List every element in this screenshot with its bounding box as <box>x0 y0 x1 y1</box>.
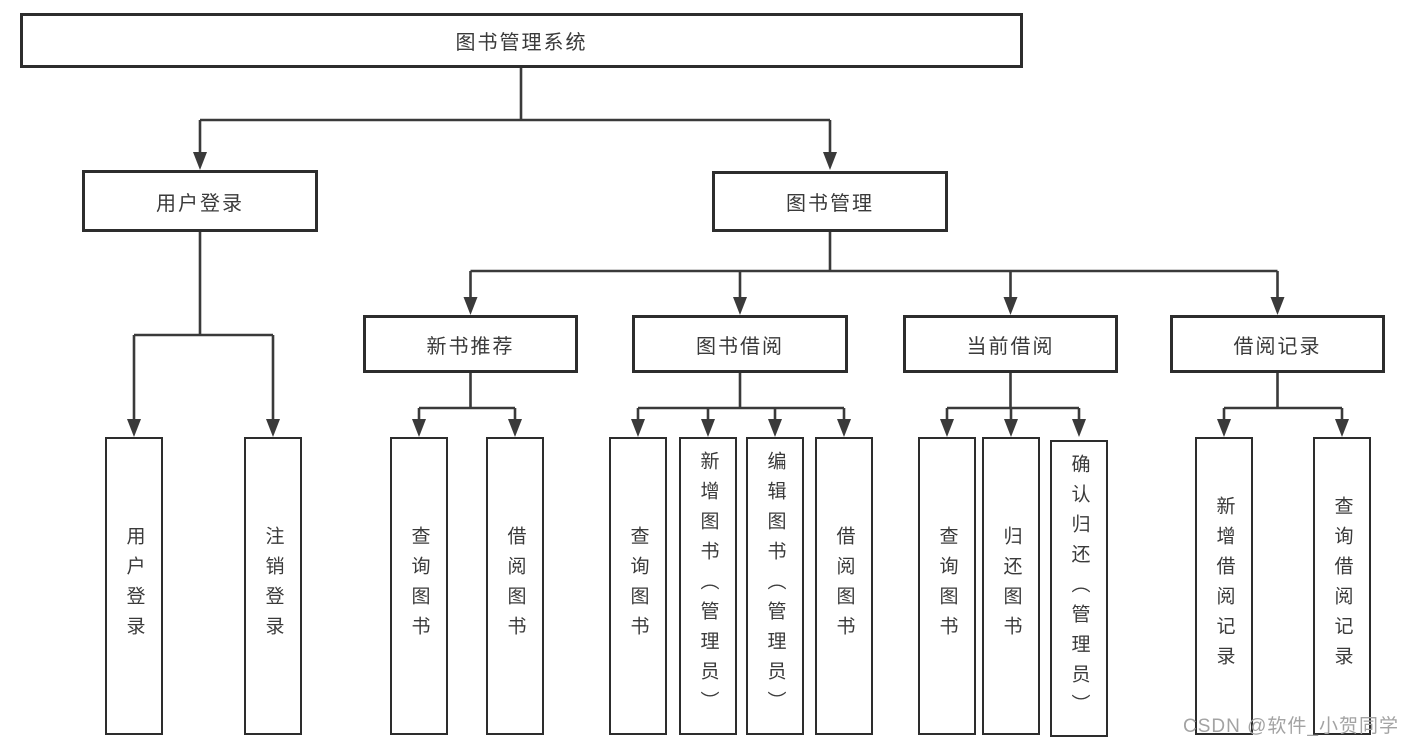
connector-root-to-level2 <box>193 68 837 170</box>
node-user-login: 用户登录 <box>82 170 318 232</box>
node-leaf-confirm-return-admin: 确认归还（管理员） <box>1050 440 1108 737</box>
connector-book-borrow-children <box>631 373 851 437</box>
connector-book-management-children <box>463 232 1285 315</box>
node-current-borrow: 当前借阅 <box>903 315 1118 373</box>
node-leaf-add-borrow-record: 新增借阅记录 <box>1195 437 1253 735</box>
node-leaf-query-book-3: 查询图书 <box>918 437 976 735</box>
node-leaf-borrow-book-2: 借阅图书 <box>815 437 873 735</box>
csdn-watermark: CSDN @软件_小贺同学 <box>1183 716 1399 737</box>
connector-new-book-recommend-children <box>412 373 522 437</box>
node-new-book-recommend: 新书推荐 <box>363 315 578 373</box>
node-leaf-user-login: 用户登录 <box>105 437 163 735</box>
node-leaf-query-borrow-record: 查询借阅记录 <box>1313 437 1371 735</box>
connector-borrow-record-children <box>1217 373 1349 437</box>
node-root: 图书管理系统 <box>20 13 1023 68</box>
node-leaf-return-book: 归还图书 <box>982 437 1040 735</box>
node-leaf-edit-book-admin: 编辑图书（管理员） <box>746 437 804 735</box>
node-leaf-borrow-book-1: 借阅图书 <box>486 437 544 735</box>
connector-user-login-children <box>127 232 280 437</box>
node-leaf-add-book-admin: 新增图书（管理员） <box>679 437 737 735</box>
node-leaf-query-book-1: 查询图书 <box>390 437 448 735</box>
connector-current-borrow-children <box>940 373 1086 437</box>
node-leaf-logout-login: 注销登录 <box>244 437 302 735</box>
node-book-management: 图书管理 <box>712 171 948 232</box>
node-book-borrow: 图书借阅 <box>632 315 848 373</box>
node-borrow-record: 借阅记录 <box>1170 315 1385 373</box>
node-leaf-query-book-2: 查询图书 <box>609 437 667 735</box>
